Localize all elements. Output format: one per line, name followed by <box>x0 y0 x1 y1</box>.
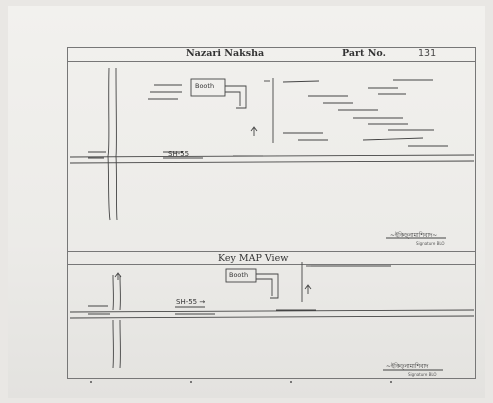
part-number-value: 131 <box>418 48 437 59</box>
key-map-title: Key MAP View <box>218 253 289 264</box>
punch-dot <box>190 381 192 383</box>
key-signature-caption: Signature BLO <box>408 372 437 377</box>
map-form: Nazari Naksha Part No. 131 Key MAP View <box>67 47 476 379</box>
hand-drawn-map <box>69 67 475 371</box>
key-road-label: SH-55 → <box>176 298 206 306</box>
part-number-label: Part No. <box>342 48 386 59</box>
key-signature: ~ইকিড্নামাশিবাদ <box>386 363 429 370</box>
punch-dot <box>90 381 92 383</box>
title-bar: Nazari Naksha Part No. 131 <box>68 48 475 62</box>
booth-label: Booth <box>195 82 215 90</box>
punch-dot <box>290 381 292 383</box>
key-booth-label: Booth <box>229 271 249 279</box>
road-label: SH-55 <box>168 150 190 158</box>
punch-dot <box>390 381 392 383</box>
section-divider <box>68 251 475 252</box>
form-title: Nazari Naksha <box>186 48 265 59</box>
key-map-divider <box>68 264 475 265</box>
signature-caption: Signature BLO <box>416 241 445 246</box>
paper-sheet: Nazari Naksha Part No. 131 Key MAP View <box>8 6 485 398</box>
signature: ~ইকিড়্নামাশিবাদ~ <box>390 232 438 239</box>
